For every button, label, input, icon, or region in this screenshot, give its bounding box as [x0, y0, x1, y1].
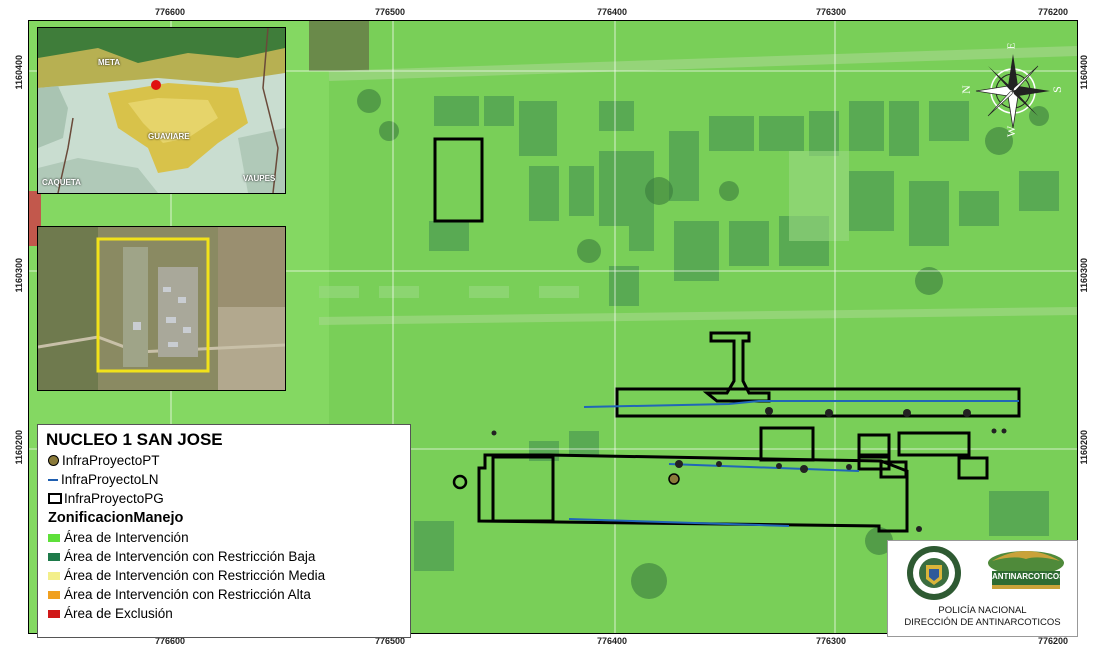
- legend-item-label: InfraProyectoPT: [62, 453, 160, 468]
- map-legend: NUCLEO 1 SAN JOSE InfraProyectoPT InfraP…: [37, 424, 411, 638]
- legend-zone-label: Área de Intervención: [64, 530, 189, 545]
- antinarcoticos-badge-text: ANTINARCOTICOS: [992, 572, 1065, 581]
- regional-map-shapes: [38, 28, 285, 193]
- institution-logos: ANTINARCOTICOS POLICÍA NACIONAL DIRECCIÓ…: [887, 540, 1078, 637]
- legend-item-pt: InfraProyectoPT: [48, 453, 160, 468]
- coord-right-3: 1160200: [1079, 430, 1089, 465]
- region-label-guaviare: GUAVIARE: [148, 132, 190, 141]
- zone-swatch: [48, 609, 60, 618]
- legend-zone-intervencion: Área de Intervención: [48, 530, 189, 545]
- coord-bottom-4: 776300: [816, 636, 847, 646]
- region-label-caqueta: CAQUETA: [42, 178, 81, 187]
- coord-bottom-1: 776600: [155, 636, 186, 646]
- coord-left-2: 1160300: [14, 258, 24, 293]
- coord-bottom-5: 776200: [1038, 636, 1069, 646]
- zone-swatch: [48, 590, 60, 599]
- coord-left-3: 1160200: [14, 430, 24, 465]
- north-label: N: [958, 85, 973, 94]
- logo-graphics: [907, 546, 1064, 600]
- legend-zone-exclusion: Área de Exclusión: [48, 606, 173, 621]
- point-symbol-icon: [48, 455, 59, 466]
- logo-line-1: POLICÍA NACIONAL: [938, 605, 1027, 616]
- east-label: E: [1005, 42, 1018, 50]
- legend-item-ln: InfraProyectoLN: [48, 472, 159, 487]
- zone-swatch: [48, 533, 60, 542]
- legend-zone-baja: Área de Intervención con Restricción Baj…: [48, 549, 315, 564]
- polygon-symbol-icon: [48, 493, 62, 504]
- north-arrow: N S W E: [959, 42, 1064, 138]
- legend-item-pg: InfraProyectoPG: [48, 491, 164, 506]
- line-symbol-icon: [48, 478, 58, 481]
- zone-swatch: [48, 571, 60, 580]
- legend-zone-label: Área de Exclusión: [64, 606, 173, 621]
- coord-left-1: 1160400: [14, 55, 24, 90]
- legend-item-label: InfraProyectoPG: [64, 491, 164, 506]
- coord-top-2: 776500: [375, 7, 406, 17]
- coord-top-5: 776200: [1038, 7, 1069, 17]
- legend-title: NUCLEO 1 SAN JOSE: [46, 430, 223, 449]
- legend-zone-label: Área de Intervención con Restricción Baj…: [64, 549, 316, 564]
- legend-zone-label: Área de Intervención con Restricción Med…: [64, 568, 326, 583]
- legend-zone-label: Área de Intervención con Restricción Alt…: [64, 587, 311, 602]
- regional-inset-map: META GUAVIARE CAQUETA VAUPES: [37, 27, 286, 194]
- logo-line-2: DIRECCIÓN DE ANTINARCOTICOS: [904, 617, 1061, 628]
- coord-bottom-3: 776400: [597, 636, 628, 646]
- west-label: W: [1004, 125, 1019, 138]
- south-label: S: [1049, 86, 1064, 93]
- coord-top-4: 776300: [816, 7, 847, 17]
- coord-right-2: 1160300: [1079, 258, 1089, 293]
- coord-top-1: 776600: [155, 7, 186, 17]
- legend-zone-alta: Área de Intervención con Restricción Alt…: [48, 587, 311, 602]
- region-label-meta: META: [98, 58, 121, 67]
- zone-swatch: [48, 552, 60, 561]
- legend-item-label: InfraProyectoLN: [61, 472, 159, 487]
- satellite-shapes: [38, 227, 285, 390]
- region-label-vaupes: VAUPES: [243, 174, 276, 183]
- coord-bottom-2: 776500: [375, 636, 406, 646]
- local-satellite-inset: [37, 226, 286, 391]
- legend-subtitle: ZonificacionManejo: [48, 510, 184, 526]
- compass-rose-icon: [975, 54, 1050, 129]
- legend-zone-media: Área de Intervención con Restricción Med…: [48, 568, 325, 583]
- coord-top-3: 776400: [597, 7, 628, 17]
- coord-right-1: 1160400: [1079, 55, 1089, 90]
